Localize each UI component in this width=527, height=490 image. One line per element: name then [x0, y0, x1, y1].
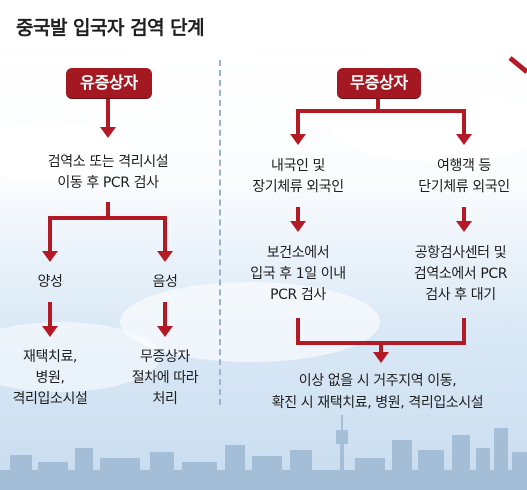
arrow-head: [42, 326, 58, 337]
positive-label: 양성: [37, 274, 63, 290]
sky-background: [0, 52, 527, 490]
arrow-head: [456, 134, 472, 145]
group-a-line: 내국인 및: [271, 158, 325, 174]
left-step1-line: 이동 후 PCR 검사: [57, 175, 159, 191]
asymptomatic-badge: 무증상자: [337, 68, 421, 98]
positive-result-line: 병원,: [35, 370, 65, 386]
step-b-line: 검사 후 대기: [425, 287, 496, 303]
cloud: [330, 92, 527, 162]
cloud: [0, 322, 160, 392]
step-a-line: 입국 후 1일 이내: [250, 266, 346, 282]
positive-result-line: 격리입소시설: [12, 391, 88, 407]
step-b: 공항검사센터 및 검역소에서 PCR 검사 후 대기: [394, 243, 527, 306]
final-outcome: 이상 없을 시 거주지역 이동, 확진 시 재택치료, 병원, 격리입소시설: [228, 370, 527, 414]
group-b-line: 단기체류 외국인: [418, 179, 510, 195]
step-b-line: 공항검사센터 및: [414, 245, 507, 261]
positive-result: 재택치료, 병원, 격리입소시설: [0, 347, 100, 410]
arrow-head: [42, 251, 58, 262]
negative-result: 무증상자 절차에 따라 처리: [115, 347, 215, 410]
arrow-head: [290, 134, 306, 145]
left-step1-line: 검역소 또는 격리시설: [47, 154, 169, 170]
step-a-line: PCR 검사: [270, 287, 326, 303]
group-b: 여행객 등 단기체류 외국인: [394, 156, 527, 198]
step-b-line: 검역소에서 PCR: [413, 266, 508, 282]
negative-label: 음성: [152, 274, 178, 290]
arrow-head: [157, 326, 173, 337]
group-a-line: 장기체류 외국인: [252, 179, 344, 195]
final-outcome-line: 확진 시 재택치료, 병원, 격리입소시설: [271, 395, 484, 411]
symptomatic-badge: 유증상자: [66, 68, 152, 98]
negative-result-line: 절차에 따라: [131, 370, 199, 386]
negative-result-line: 무증상자: [140, 349, 190, 365]
step-a-line: 보건소에서: [266, 245, 330, 261]
final-outcome-line: 이상 없을 시 거주지역 이동,: [298, 373, 457, 389]
left-step1: 검역소 또는 격리시설 이동 후 PCR 검사: [18, 152, 198, 194]
group-a: 내국인 및 장기체류 외국인: [228, 156, 368, 198]
arrow-head: [100, 127, 116, 138]
header: 중국발 입국자 검역 단계: [0, 0, 527, 52]
arrow-head: [456, 221, 472, 232]
negative-result-line: 처리: [152, 391, 178, 407]
arrow-head: [290, 221, 306, 232]
section-divider: [219, 60, 221, 405]
diagram-title: 중국발 입국자 검역 단계: [16, 17, 205, 39]
arrow-head: [157, 251, 173, 262]
group-b-line: 여행객 등: [437, 158, 491, 174]
step-a: 보건소에서 입국 후 1일 이내 PCR 검사: [228, 243, 368, 306]
arrow-head: [373, 352, 389, 363]
positive-result-line: 재택치료,: [23, 349, 77, 365]
